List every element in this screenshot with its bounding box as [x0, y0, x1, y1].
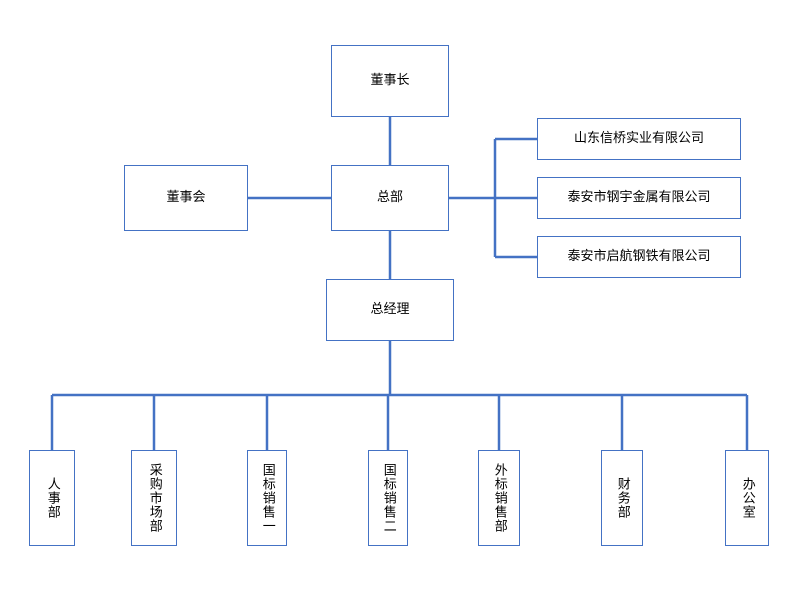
node-board[interactable]: 董事会 — [124, 165, 248, 231]
node-board-label: 董事会 — [166, 189, 206, 205]
node-foreign-standard-sales-department[interactable]: 外标销售部 — [478, 450, 520, 546]
node-hr-department[interactable]: 人事部 — [29, 450, 75, 546]
node-headquarters-label: 总部 — [376, 189, 403, 205]
node-subsidiary-2-label: 泰安市钢宇金属有限公司 — [567, 189, 711, 205]
node-general-manager[interactable]: 总经理 — [326, 279, 454, 341]
node-subsidiary-3-label: 泰安市启航钢铁有限公司 — [567, 248, 711, 264]
node-purchasing-market-department-label: 采购市场部 — [146, 463, 162, 533]
node-foreign-standard-sales-department-label: 外标销售部 — [491, 463, 507, 533]
node-finance-department-label: 财务部 — [614, 477, 630, 519]
node-office[interactable]: 办公室 — [725, 450, 769, 546]
node-subsidiary-1-label: 山东信桥实业有限公司 — [573, 130, 704, 146]
node-general-manager-label: 总经理 — [370, 301, 410, 317]
node-subsidiary-3[interactable]: 泰安市启航钢铁有限公司 — [537, 236, 741, 278]
node-finance-department[interactable]: 财务部 — [601, 450, 643, 546]
node-chairman[interactable]: 董事长 — [331, 45, 449, 117]
node-chairman-label: 董事长 — [370, 72, 410, 88]
node-national-standard-sales-2-label: 国标销售二 — [380, 463, 396, 533]
node-purchasing-market-department[interactable]: 采购市场部 — [131, 450, 177, 546]
node-subsidiary-1[interactable]: 山东信桥实业有限公司 — [537, 118, 741, 160]
node-subsidiary-2[interactable]: 泰安市钢宇金属有限公司 — [537, 177, 741, 219]
node-office-label: 办公室 — [739, 477, 755, 519]
node-headquarters[interactable]: 总部 — [331, 165, 449, 231]
node-national-standard-sales-1-label: 国标销售一 — [259, 463, 275, 533]
node-national-standard-sales-2[interactable]: 国标销售二 — [368, 450, 408, 546]
node-hr-department-label: 人事部 — [44, 477, 60, 519]
node-national-standard-sales-1[interactable]: 国标销售一 — [247, 450, 287, 546]
